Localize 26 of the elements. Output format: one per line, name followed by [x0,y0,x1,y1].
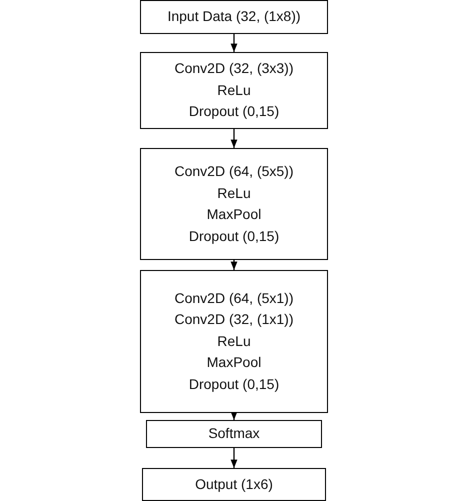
layer-text: ReLu [217,184,251,202]
layer-text: Input Data (32, (1x8)) [167,7,301,26]
layer-box [142,468,326,501]
layer-text: ReLu [217,80,251,100]
layer-text: MaxPool [206,353,262,372]
layer-box [140,0,328,34]
layer-text: MaxPool [206,205,262,224]
arrow [230,129,238,148]
layer-text: Dropout (0,15) [188,226,280,246]
layer-text: Conv2D (32, (3x3)) [174,59,294,78]
layer-text: Dropout (0,15) [188,102,280,122]
arrow [230,412,238,420]
layer-text: Conv2D (64, (5x5)) [174,162,294,181]
layer-text: Output (1x6) [195,474,273,494]
layer-text: Softmax [208,424,260,444]
layer-box [146,420,322,448]
arrow [230,448,238,468]
layer-box [140,270,328,413]
layer-box [140,148,328,260]
layer-text: Conv2D (64, (5x1)) [174,288,294,308]
layer-text: ReLu [217,332,251,351]
layer-box [140,52,328,129]
layer-text: Dropout (0,15) [188,374,280,394]
layer-text: Conv2D (32, (1x1)) [174,310,294,330]
arrow [230,34,238,52]
arrow [230,260,238,270]
